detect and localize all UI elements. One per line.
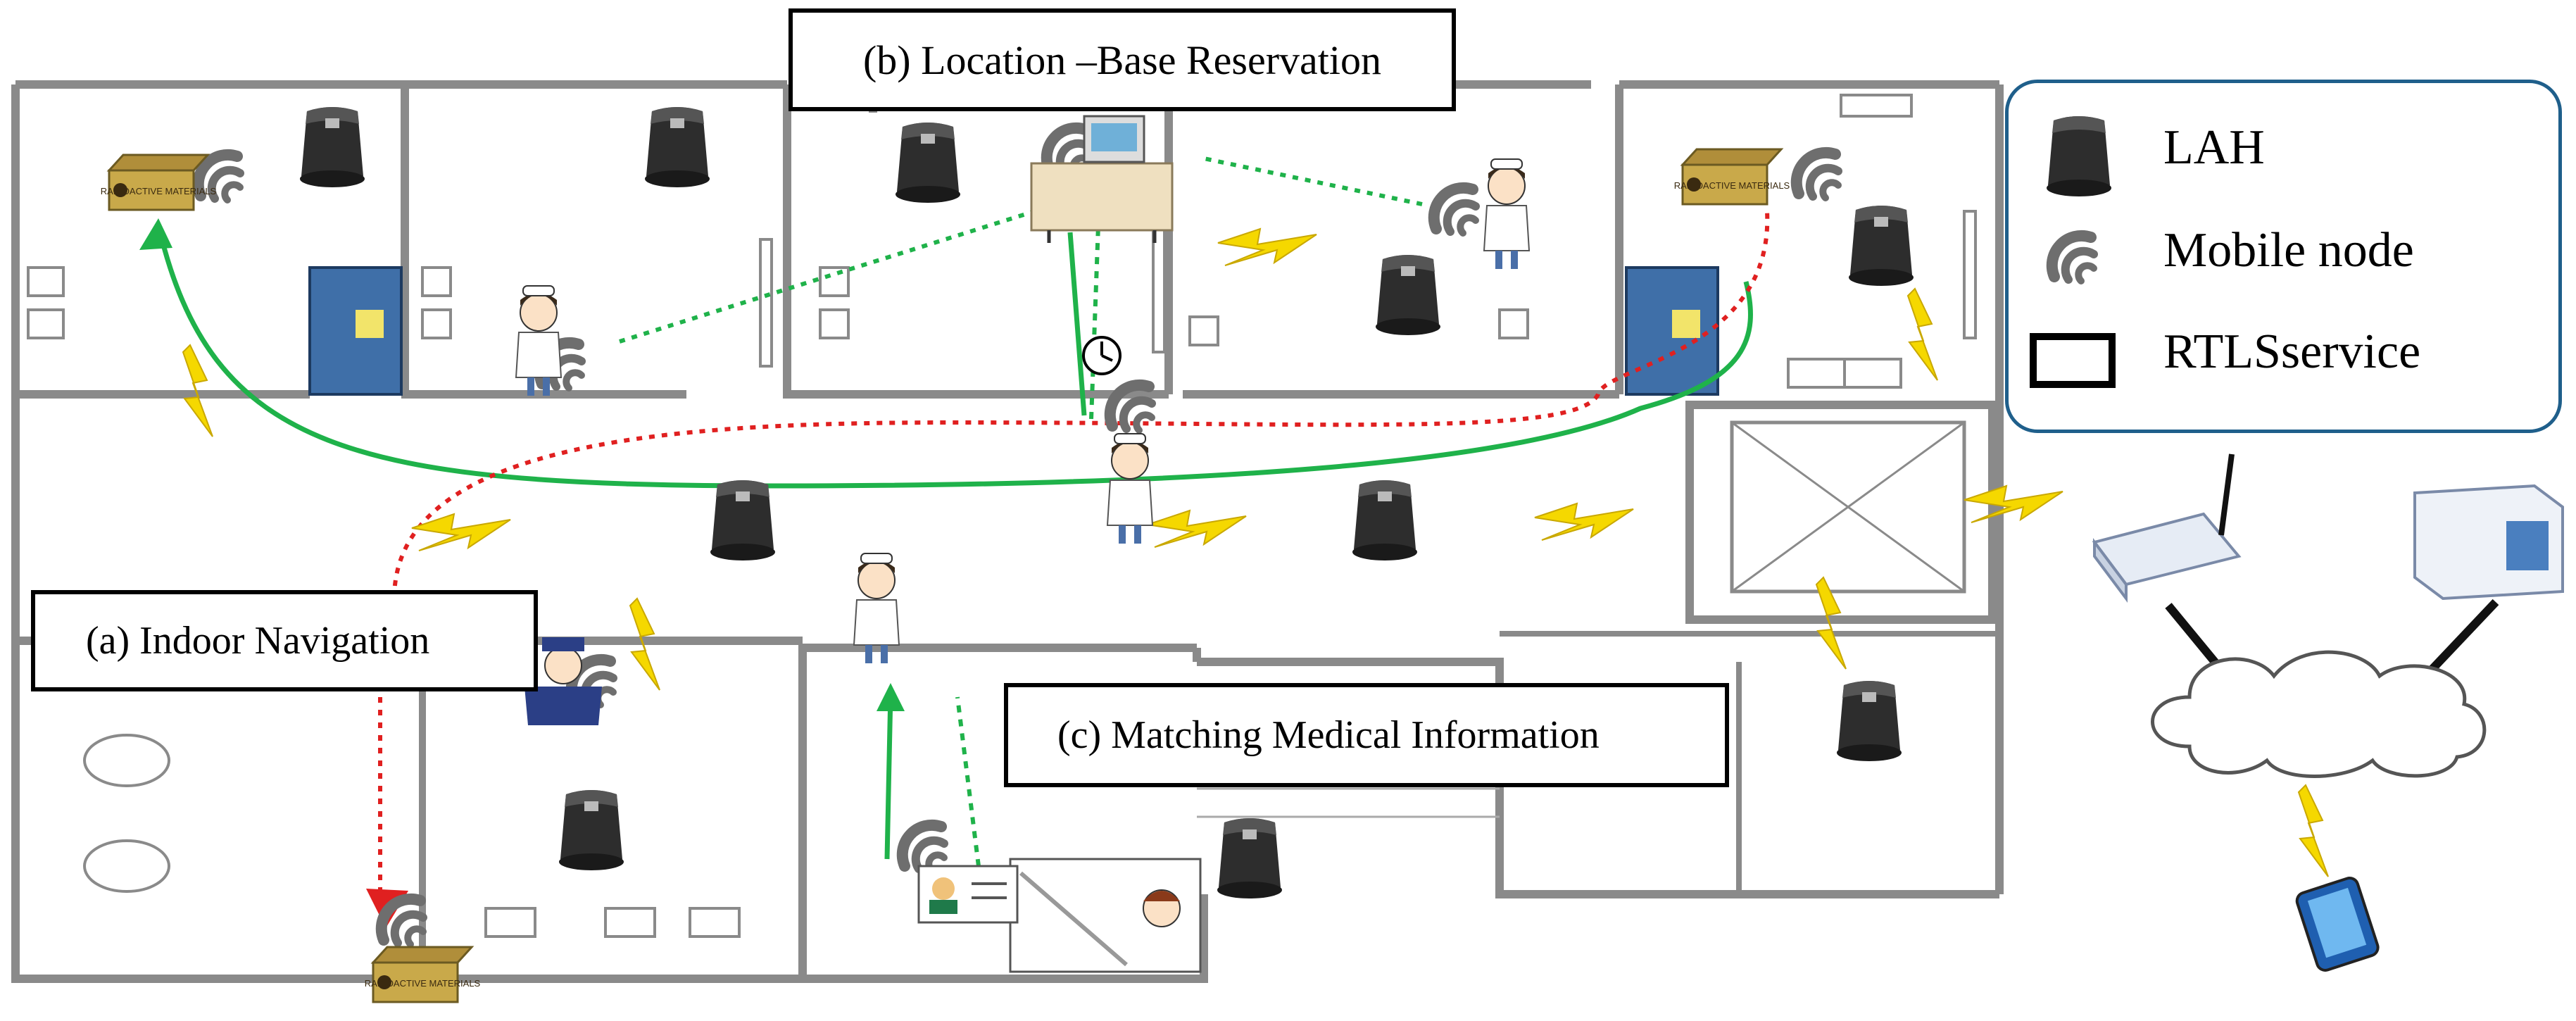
legend-label-rtls-service: RTLSservice xyxy=(2163,325,2421,379)
patient-in-bed xyxy=(1009,858,1202,973)
phone-icon xyxy=(2295,877,2380,972)
wifi-router-icon xyxy=(2092,453,2242,603)
legend: LAH Mobile node RTLSservice xyxy=(2005,80,2562,433)
lah-icon xyxy=(2047,116,2111,196)
box-label: RADIOACTIVE MATERIALS xyxy=(365,978,481,989)
reservation-label-box: (b) Location –Base Reservation xyxy=(788,8,1456,111)
server-icon xyxy=(2413,484,2564,601)
reservation-label: (b) Location –Base Reservation xyxy=(862,37,1382,83)
box-label: RADIOACTIVE MATERIALS xyxy=(1674,180,1790,191)
security-guard xyxy=(524,637,602,725)
legend-label-mobile-node: Mobile node xyxy=(2163,223,2414,277)
radioactive-box-top-right: RADIOACTIVE MATERIALS xyxy=(1674,148,1790,206)
green-paths xyxy=(156,225,1753,867)
shielded-door-right xyxy=(1625,266,1719,396)
clock-icon xyxy=(1082,336,1121,375)
box-label: RADIOACTIVE MATERIALS xyxy=(101,186,217,196)
radioactive-boxes: RADIOACTIVE MATERIALS RADIOACTIVE MATERI… xyxy=(101,148,1790,1003)
arrow-head-green-nav xyxy=(139,218,172,250)
radioactive-box-top-left: RADIOACTIVE MATERIALS xyxy=(101,154,217,211)
legend-label-lah: LAH xyxy=(2163,120,2265,175)
navigation-label-box: (a) Indoor Navigation xyxy=(31,590,538,691)
rtls-service-icon xyxy=(2030,333,2116,388)
mobile-node-icon xyxy=(2046,230,2098,284)
medical-cart xyxy=(1030,115,1174,243)
arrow-head-green-match xyxy=(877,683,905,711)
red-paths xyxy=(378,211,1770,901)
matching-label-box: (c) Matching Medical Information xyxy=(1004,683,1729,787)
furniture xyxy=(27,94,1977,938)
cloud-icon xyxy=(2151,650,2487,778)
matching-label: (c) Matching Medical Information xyxy=(1057,713,1600,757)
patient-id-card xyxy=(917,865,1019,924)
shielded-door-left xyxy=(308,266,403,396)
people xyxy=(515,158,1530,973)
doors xyxy=(308,266,1719,396)
radioactive-box-bottom: RADIOACTIVE MATERIALS xyxy=(365,946,481,1003)
dotted-green-lines xyxy=(619,156,1423,344)
network xyxy=(2092,453,2564,972)
navigation-label: (a) Indoor Navigation xyxy=(86,619,430,663)
